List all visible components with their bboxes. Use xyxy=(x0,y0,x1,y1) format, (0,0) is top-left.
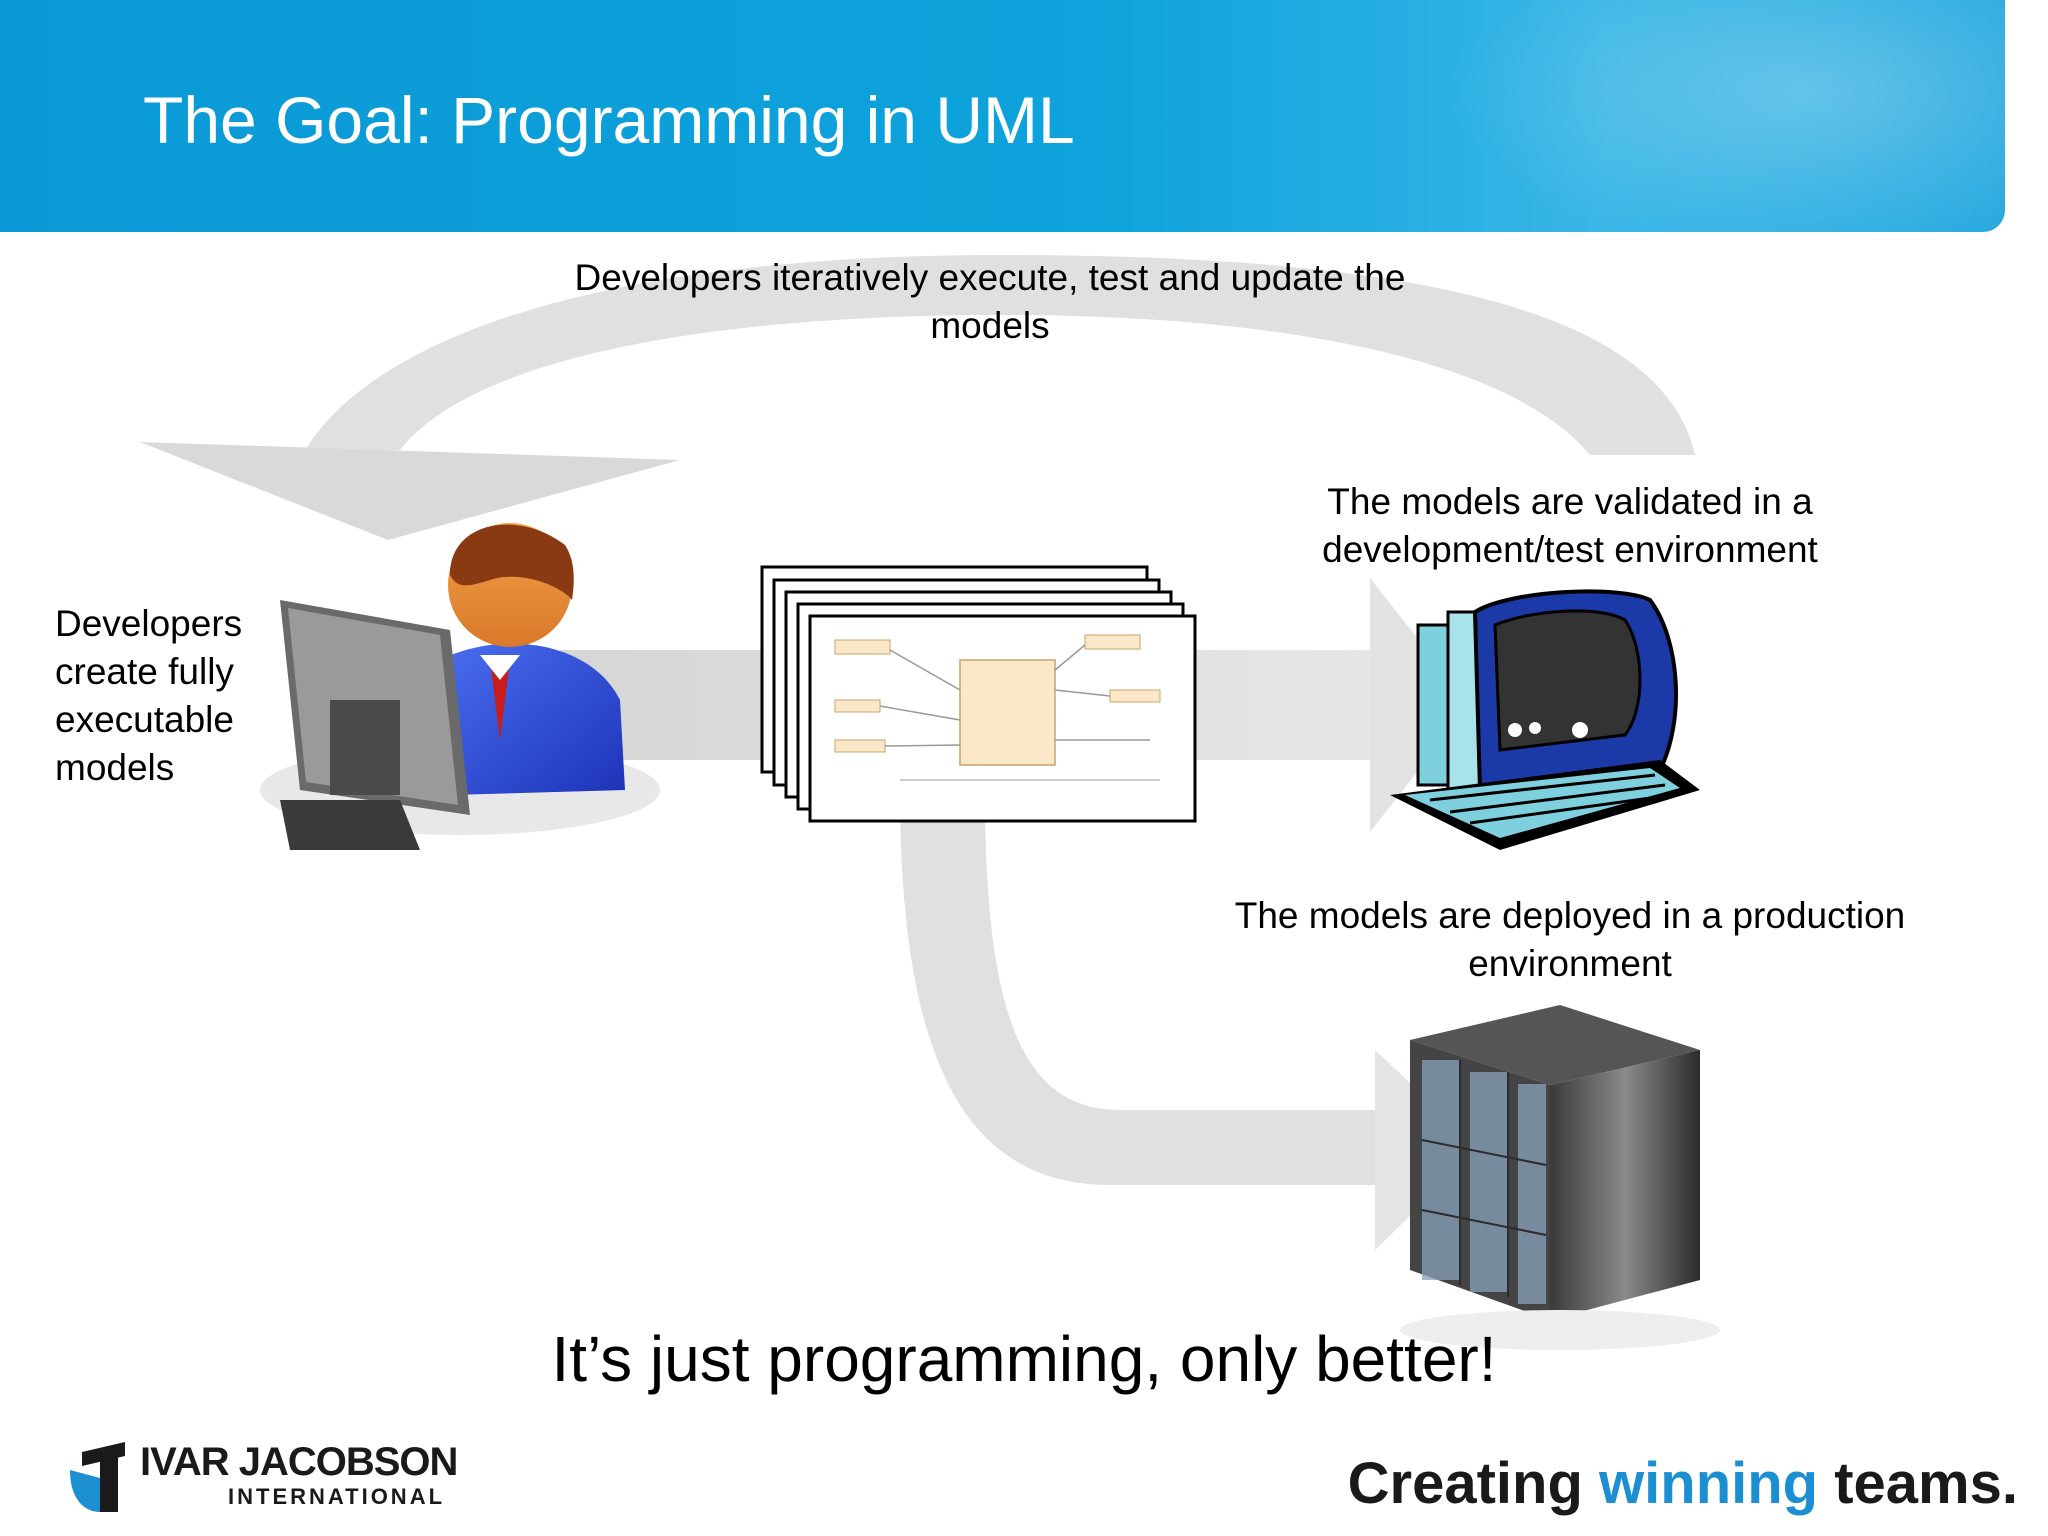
logo-subtitle: INTERNATIONAL xyxy=(228,1484,446,1509)
header-banner xyxy=(0,0,2005,232)
validate-label: The models are validated in a developmen… xyxy=(1322,481,1818,570)
deploy-label: The models are deployed in a production … xyxy=(1234,895,1906,984)
tagline: It’s just programming, only better! xyxy=(551,1323,1497,1395)
iteration-loop-arrow xyxy=(140,255,1695,540)
slide-title: The Goal: Programming in UML xyxy=(143,83,1075,157)
slogan: Creating winning teams. xyxy=(1348,1450,2018,1517)
banner-highlight xyxy=(1445,0,2005,232)
developer-label: Developers create fully executable model… xyxy=(55,603,243,788)
desktop-computer-icon xyxy=(1390,589,1700,850)
iteration-label: Developers iteratively execute, test and… xyxy=(574,257,1406,346)
server-rack-icon xyxy=(1400,1005,1720,1350)
deploy-arrow xyxy=(900,790,1480,1250)
developer-at-computer-icon xyxy=(260,523,660,850)
logo-name: IVAR JACOBSON xyxy=(140,1440,458,1484)
slogan-part-3: teams. xyxy=(1834,1451,2018,1516)
uml-model-documents-icon xyxy=(760,565,1197,823)
ivar-jacobson-logo-icon xyxy=(70,1442,125,1512)
slogan-part-1: Creating xyxy=(1347,1451,1583,1516)
slogan-part-2: winning xyxy=(1599,1451,1819,1516)
